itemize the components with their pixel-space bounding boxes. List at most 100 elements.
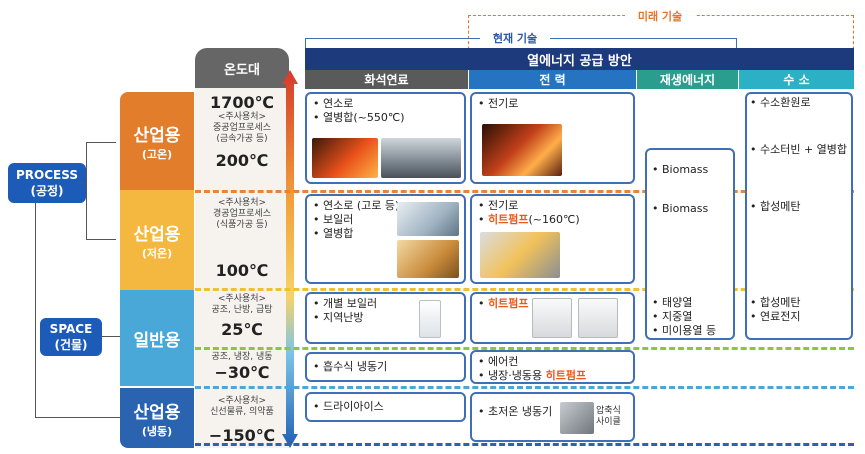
temp-high-note-1: <주사용처> (217, 112, 267, 122)
fossil-low-item-3: • 열병합 (313, 227, 354, 240)
electric-low-cell: • 전기로 • 히트펌프(~160℃) (470, 194, 635, 284)
temp-gh-note-2: 공조, 난방, 급탕 (211, 305, 273, 315)
electric-high-cell: • 전기로 (470, 92, 635, 184)
connector-freeze (35, 203, 120, 418)
process-label: PROCESS (공정) (8, 163, 86, 203)
electric-general-cell: • 히트펌프 (470, 292, 635, 344)
temp-general-cool: 공조, 냉장, 냉동 −30℃ (195, 352, 289, 386)
fossil-general-item-2: • 지역난방 (313, 311, 364, 324)
divider-heat-cool (195, 347, 854, 350)
main-header: 열에너지 공급 방안 (305, 48, 854, 70)
fossil-low-item-2: • 보일러 (313, 213, 354, 226)
electric-low-item-1: • 전기로 (478, 199, 519, 212)
column-header-hydrogen: 수 소 (739, 70, 854, 89)
electric-cool-item-1: • 에어컨 (478, 355, 519, 368)
fossil-low-item-1: • 연소로 (고로 등) (313, 199, 400, 212)
power-plant-photo (381, 138, 461, 178)
temp-gh-bottom: 25℃ (221, 320, 263, 339)
category-industrial-high: 산업용 (고온) (120, 92, 194, 190)
column-header-renewable: 재생에너지 (637, 70, 738, 89)
hydrogen-general-item-2: • 연료전지 (750, 310, 801, 323)
electric-cool-cell: • 에어컨 • 냉장·냉동용 히트펌프 (470, 350, 635, 384)
category-freeze-sub: (냉동) (141, 424, 173, 438)
compression-cycle-label-1: 압축식 (596, 406, 621, 416)
category-freeze-main: 산업용 (133, 402, 181, 423)
renewable-high-item: • Biomass (652, 163, 709, 176)
heat-pump-unit-2-photo (578, 298, 618, 338)
temp-high: 1700℃ <주사용처> 중공업프로세스 (금속가공 등) 200℃ (195, 93, 289, 188)
electric-low-bullet: • (478, 213, 488, 226)
temp-fr-note-1: <주사용처> (217, 396, 267, 406)
boiler-photo (397, 202, 459, 236)
heat-pump-industrial-photo (480, 232, 560, 278)
temp-low-note-3: (식품가공 등) (216, 220, 268, 230)
temp-high-bottom: 200℃ (215, 151, 269, 170)
renewable-general-item-3: • 미이용열 등 (652, 324, 717, 337)
divider-low-general (195, 288, 854, 291)
electric-low-item-2: • 히트펌프(~160℃) (478, 213, 627, 227)
temp-high-note-2: 중공업프로세스 (213, 123, 271, 133)
cryogenic-compressor-photo (560, 402, 594, 434)
space-label-sub: (건물) (54, 337, 88, 352)
process-label-main: PROCESS (16, 167, 78, 182)
temp-gc-bottom: −30℃ (214, 363, 270, 382)
fossil-freeze-item-1: • 드라이아이스 (313, 400, 384, 413)
food-line-photo (397, 240, 459, 278)
temperature-gradient-arrow (282, 70, 298, 448)
electric-cool-item-2: • 냉장·냉동용 히트펌프 (478, 369, 627, 383)
electric-freeze-item-1: • 초저온 냉동기 (478, 405, 553, 418)
category-low-sub: (저온) (141, 246, 173, 260)
electric-low-temp: (~160℃) (528, 213, 580, 226)
temp-low: <주사용처> 경공업프로세스 (식품가공 등) 100℃ (195, 198, 289, 286)
category-high-main: 산업용 (133, 125, 181, 146)
temp-freeze: <주사용처> 신선물류, 의약품 −150℃ (195, 396, 289, 448)
temp-fr-note-2: 신선물류, 의약품 (210, 407, 274, 417)
category-general: 일반용 (120, 290, 194, 386)
column-header-electric: 전 력 (469, 70, 636, 89)
compression-cycle-label: 압축식 사이클 (596, 406, 621, 428)
connector-process (86, 142, 116, 240)
renewable-general-item-2: • 지중열 (652, 310, 693, 323)
electric-freeze-cell: • 초저온 냉동기 압축식 사이클 (470, 392, 635, 442)
temperature-header: 온도대 (195, 48, 289, 88)
hydrogen-high-item-2: • 수소터빈 + 열병합 (750, 143, 848, 156)
individual-boiler-photo (419, 300, 441, 338)
electric-cool-text: • 냉장·냉동용 (478, 369, 546, 382)
temp-low-bottom: 100℃ (215, 261, 269, 280)
heat-pump-highlight-cool: 히트펌프 (545, 369, 587, 382)
electric-high-item-1: • 전기로 (478, 97, 519, 110)
temp-gh-note-1: <주사용처> (217, 294, 267, 304)
fossil-high-cell: • 연소로 • 열병합(~550℃) (305, 92, 466, 184)
temp-low-note-1: <주사용처> (217, 198, 267, 208)
category-general-main: 일반용 (133, 330, 181, 351)
column-header-fossil: 화석연료 (305, 70, 468, 89)
fossil-general-cell: • 개별 보일러 • 지역난방 (305, 292, 466, 344)
fossil-freeze-cell: • 드라이아이스 (305, 392, 466, 422)
space-label-main: SPACE (49, 321, 93, 336)
hydrogen-high-item-1: • 수소환원로 (750, 96, 811, 109)
fossil-high-item-1: • 연소로 (313, 97, 354, 110)
category-high-sub: (고온) (141, 147, 173, 161)
fossil-low-cell: • 연소로 (고로 등) • 보일러 • 열병합 (305, 194, 466, 284)
hydrogen-general-item-1: • 합성메탄 (750, 296, 801, 309)
renewable-low-item: • Biomass (652, 202, 709, 215)
hydrogen-cell (745, 92, 853, 340)
electric-general-bullet: • (478, 297, 488, 310)
divider-general-freeze (195, 386, 854, 389)
renewable-cell (645, 148, 735, 340)
future-tech-label: 미래 기술 (625, 8, 695, 24)
divider-high-low (195, 190, 854, 193)
temp-high-note-3: (금속가공 등) (216, 134, 268, 144)
fossil-cool-cell: • 흡수식 냉동기 (305, 352, 466, 382)
temp-gc-note-1: 공조, 냉장, 냉동 (211, 352, 273, 362)
fossil-high-item-2: • 열병합(~550℃) (313, 111, 405, 124)
divider-bottom (195, 443, 854, 446)
connector-space (102, 336, 120, 337)
compression-cycle-label-2: 사이클 (596, 417, 621, 427)
renewable-general-item-1: • 태양열 (652, 296, 693, 309)
category-industrial-freeze: 산업용 (냉동) (120, 388, 194, 448)
temp-fr-bottom: −150℃ (208, 426, 276, 445)
electric-furnace-photo (482, 124, 562, 176)
fossil-cool-item-1: • 흡수식 냉동기 (313, 360, 388, 373)
space-label: SPACE (건물) (40, 318, 102, 356)
